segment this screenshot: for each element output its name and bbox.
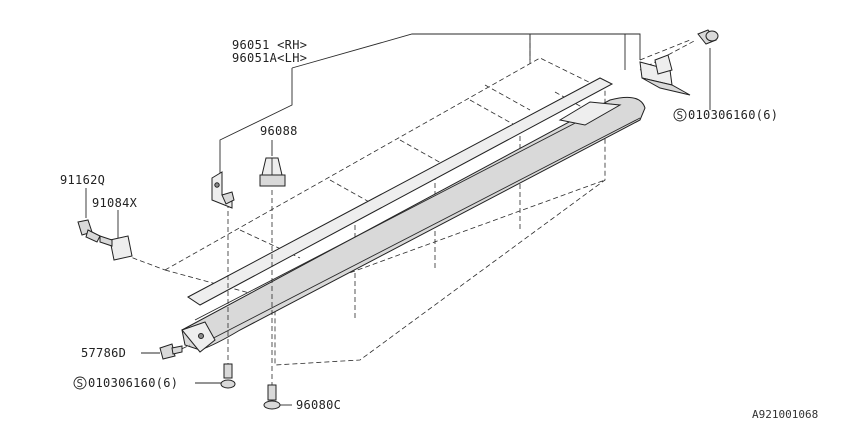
label-91084x: 91084X (92, 196, 138, 210)
label-bolt-top: 010306160(6) (688, 108, 778, 122)
label-bolt-bottom: 010306160(6) (88, 376, 178, 390)
s-symbol-top-circle (673, 108, 687, 122)
label-96088: 96088 (260, 124, 298, 138)
s-symbol-bottom-circle (73, 376, 87, 390)
bracket-96051 (211, 171, 235, 209)
label-96051-rh: 96051 <RH> (232, 38, 307, 52)
screw-91162q (77, 219, 101, 243)
bolt-bottom-010306160 (220, 363, 236, 389)
label-57786d: 57786D (81, 346, 126, 360)
side-sill-molding (181, 77, 646, 353)
label-96080c: 96080C (296, 398, 341, 412)
bolt-96080c (263, 384, 281, 410)
label-91162q: 91162Q (60, 173, 105, 187)
end-bracket (639, 54, 691, 96)
s-symbol-top: S (677, 109, 684, 122)
bolt-top-010306160 (697, 29, 719, 45)
bracket-hole (214, 182, 220, 188)
grommet-91084x (99, 235, 133, 261)
clip-96088 (259, 157, 286, 187)
diagram-ref-code: A921001068 (752, 408, 818, 421)
label-96051a-lh: 96051A<LH> (232, 51, 307, 65)
molding-hole (198, 333, 204, 339)
screw-57786d (159, 343, 183, 360)
s-symbol-bottom: S (77, 377, 84, 390)
